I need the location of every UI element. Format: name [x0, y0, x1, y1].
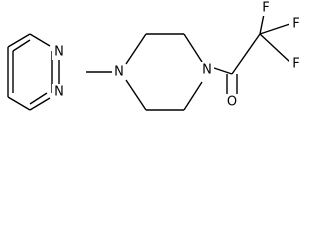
bond	[125, 33, 147, 65]
carbonyl-oxygen-label: O	[227, 95, 237, 110]
bond	[259, 33, 291, 63]
bond	[183, 33, 203, 63]
bond	[29, 33, 51, 47]
bond	[231, 33, 261, 75]
bond	[7, 33, 31, 48]
pyrimidine-nitrogen-bottom-label: N	[54, 85, 64, 100]
bond	[125, 79, 147, 111]
pyrimidine-ring	[7, 33, 60, 111]
fluorine-right-label: F	[292, 17, 299, 32]
piperazine-nitrogen-right-label: N	[202, 63, 212, 78]
bond	[29, 92, 48, 105]
piperazine-ring	[125, 33, 203, 111]
fluorine-lower-label: F	[292, 57, 299, 72]
fluorine-top-label: F	[262, 1, 269, 16]
piperazine-nitrogen-left-label: N	[114, 65, 124, 80]
bond	[213, 67, 233, 75]
trifluoroacetyl-group	[213, 13, 291, 96]
bond	[259, 23, 291, 35]
atom-labels: N N N N F F F O	[52, 0, 303, 110]
bond	[183, 81, 203, 111]
bond	[259, 13, 265, 35]
structure-diagram: N N N N F F F O	[7, 0, 303, 111]
bond	[12, 39, 31, 52]
bond	[7, 96, 31, 111]
pyrimidine-nitrogen-top-label: N	[54, 45, 64, 60]
bond	[29, 97, 51, 111]
